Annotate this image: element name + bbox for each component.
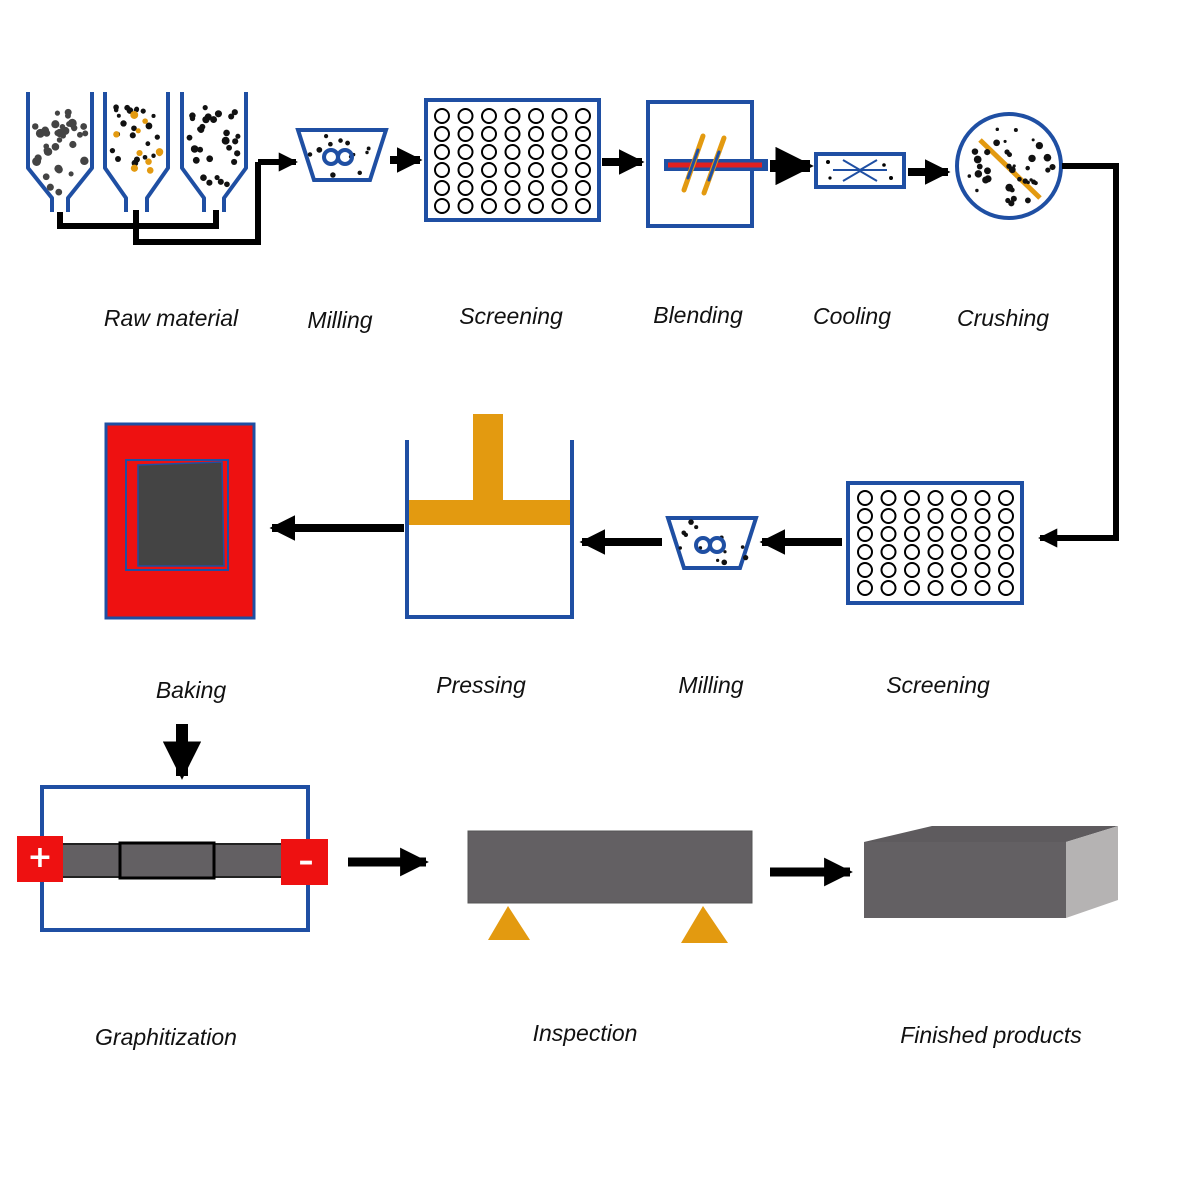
press xyxy=(405,414,574,619)
label-pressing: Pressing xyxy=(436,672,526,698)
finished-block xyxy=(864,826,1118,918)
label-raw-material: Raw material xyxy=(103,305,239,331)
label-milling-1: Milling xyxy=(307,307,373,333)
support-right xyxy=(681,906,728,943)
label-crushing: Crushing xyxy=(956,305,1050,331)
screen-1-mesh xyxy=(434,108,591,214)
hopper-1 xyxy=(26,92,94,212)
support-left xyxy=(488,906,530,940)
label-finished-products: Finished products xyxy=(900,1022,1082,1048)
hopper-2 xyxy=(103,92,170,212)
baking-furnace xyxy=(104,422,256,620)
label-screening-2: Screening xyxy=(886,672,990,698)
mill-2-particles xyxy=(678,519,749,566)
cooling-fan-icon xyxy=(833,159,887,182)
positive-electrode xyxy=(17,836,63,882)
label-baking: Baking xyxy=(155,677,227,703)
hopper-3 xyxy=(180,92,248,212)
cooler xyxy=(814,152,906,189)
label-cooling: Cooling xyxy=(813,303,891,329)
screen-2 xyxy=(846,481,1024,605)
screen-2-mesh xyxy=(857,490,1014,596)
arrow-crush-to-screen2 xyxy=(1038,163,1119,548)
label-inspection: Inspection xyxy=(532,1020,638,1046)
press-plate xyxy=(409,500,570,525)
mill-1-particles xyxy=(307,134,371,178)
label-milling-2: Milling xyxy=(678,672,744,698)
screen-1 xyxy=(424,98,601,222)
press-ram xyxy=(473,414,503,504)
negative-electrode-symbol: – xyxy=(298,844,314,879)
mill-2-rollers-icon xyxy=(694,536,726,554)
mill-2 xyxy=(665,516,759,570)
inspection-stand xyxy=(467,830,753,943)
negative-electrode xyxy=(281,839,328,885)
label-screening-1: Screening xyxy=(459,303,563,329)
blender xyxy=(646,100,768,228)
graphitization-furnace xyxy=(17,785,328,932)
raw-material-hoppers xyxy=(26,92,298,245)
feed-lines xyxy=(57,152,298,245)
label-blending: Blending xyxy=(653,302,743,328)
hopper-particles xyxy=(32,104,241,196)
positive-electrode-symbol: + xyxy=(27,840,53,875)
label-graphitization: Graphitization xyxy=(95,1024,237,1050)
crusher-particles xyxy=(967,127,1056,207)
mill-1 xyxy=(295,128,389,182)
crusher xyxy=(955,112,1063,220)
mill-1-rollers-icon xyxy=(322,148,354,166)
